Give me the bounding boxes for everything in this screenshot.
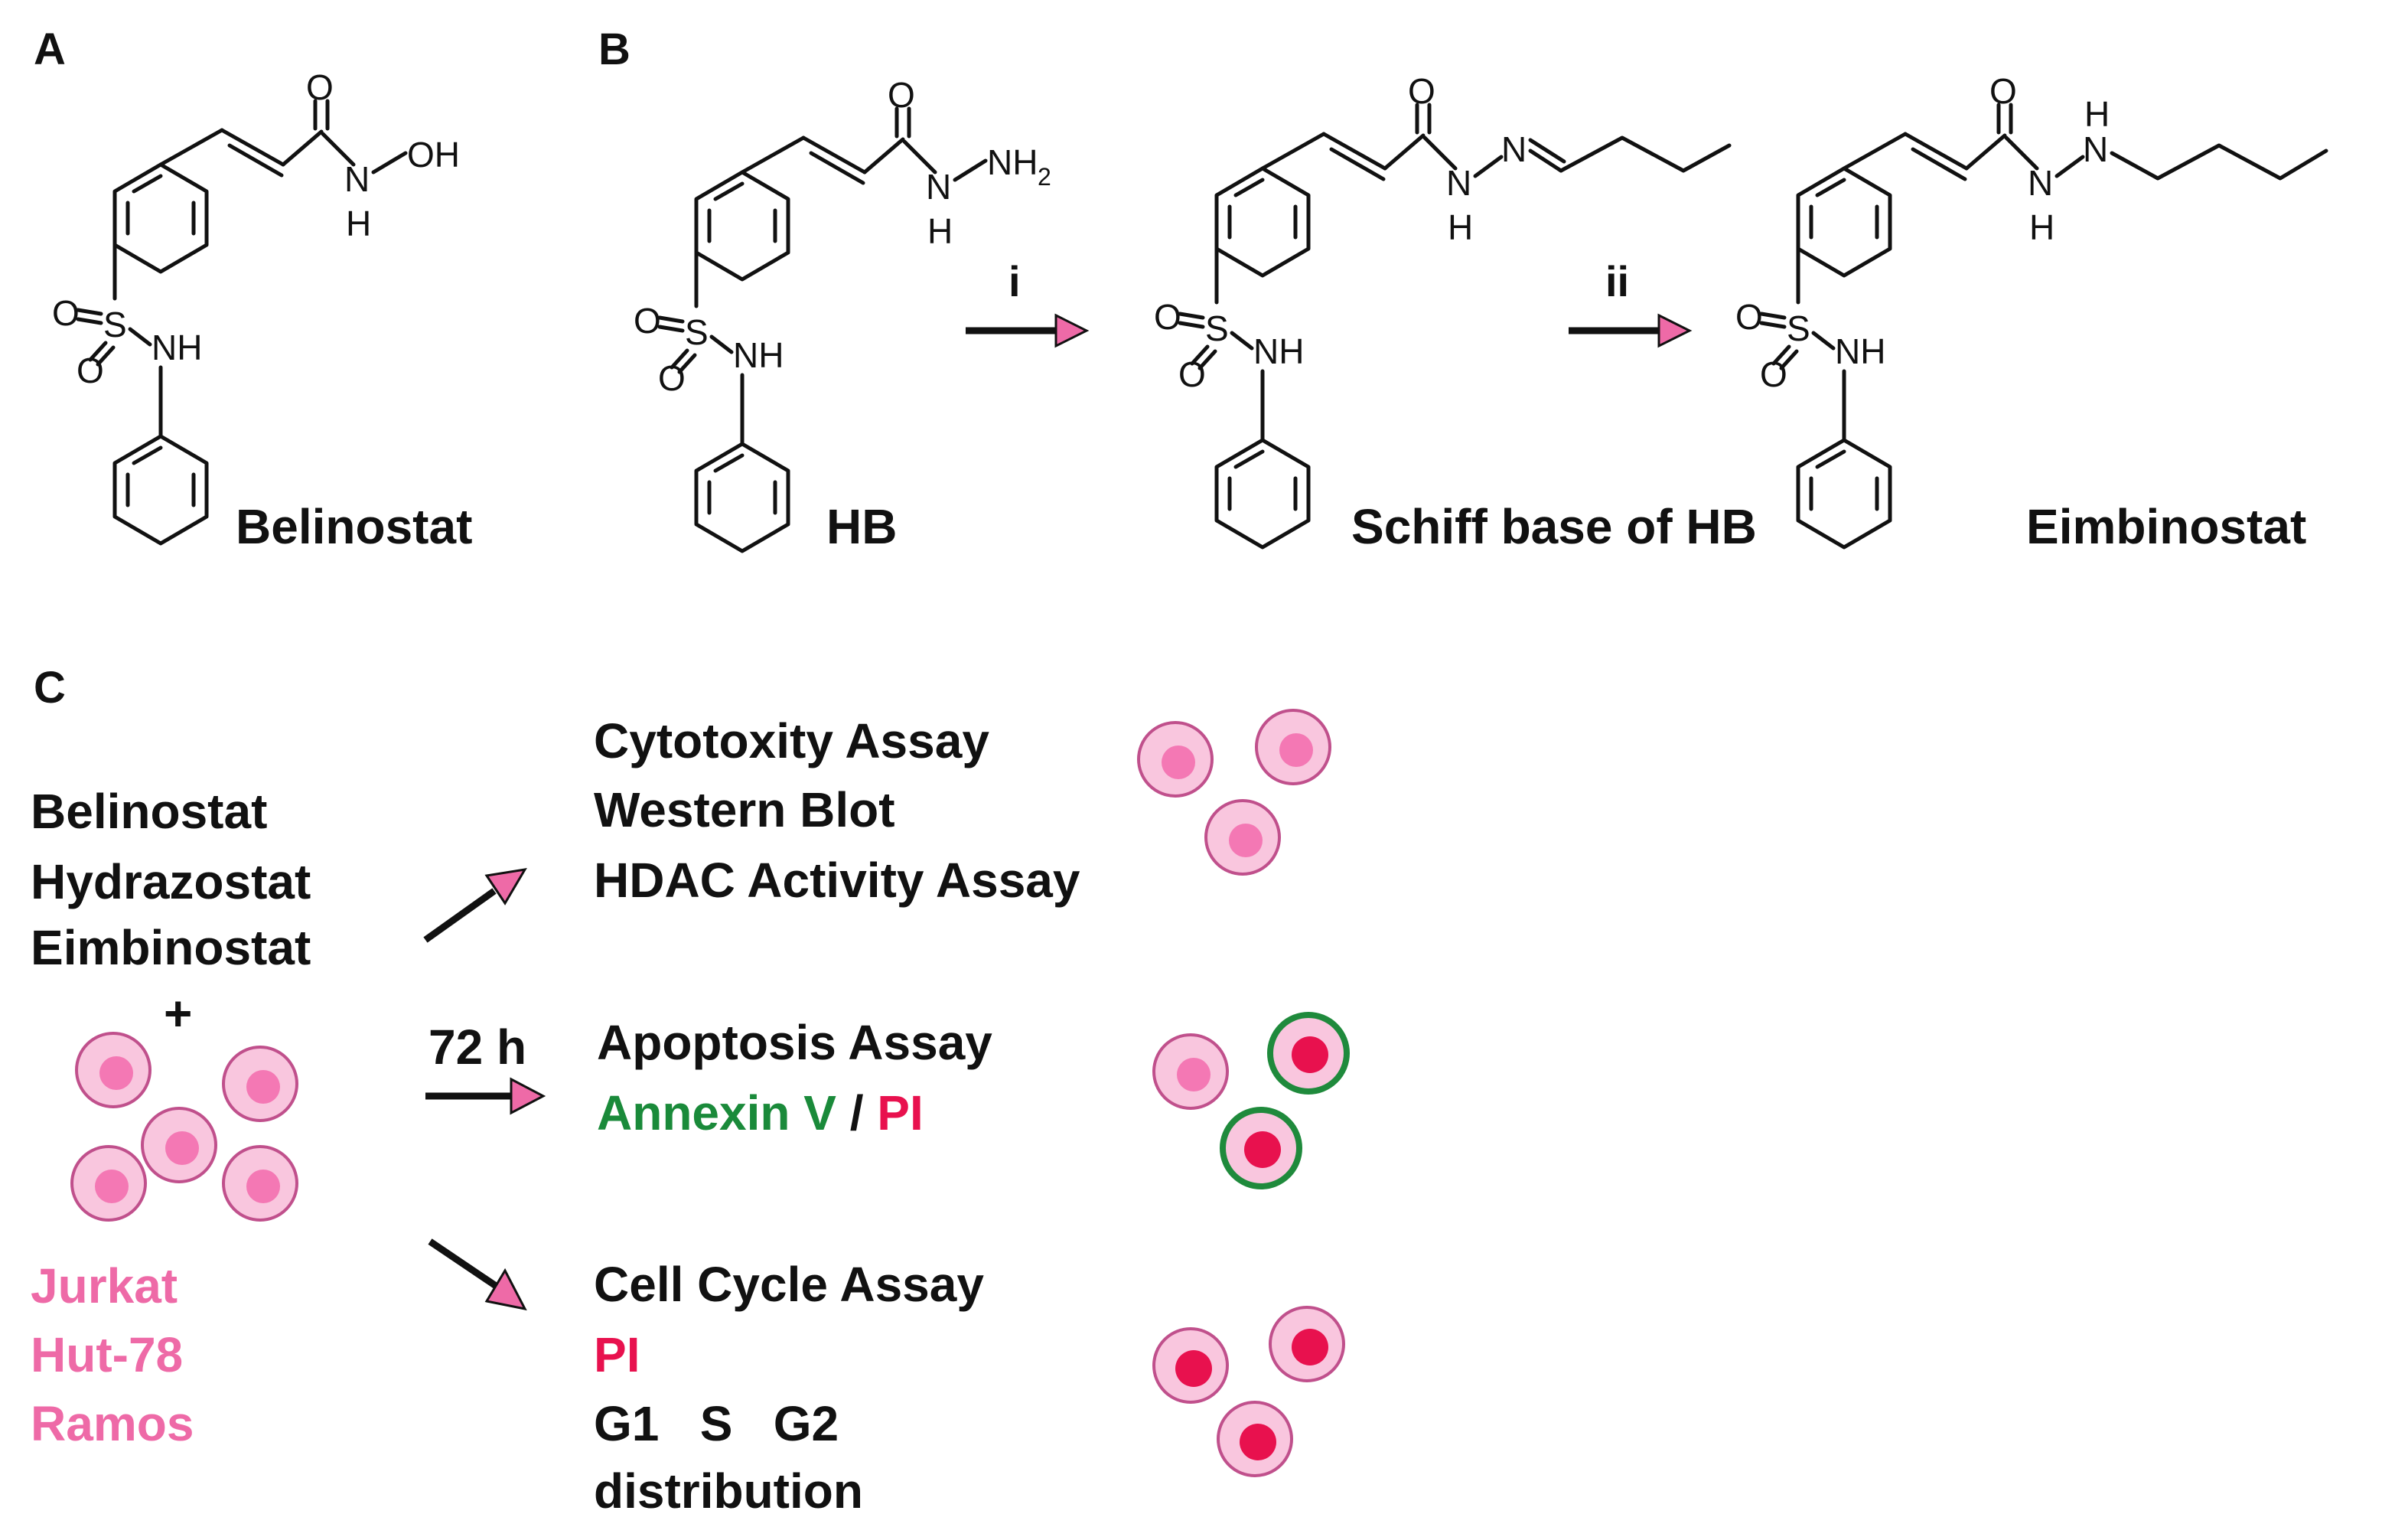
reaction-arrow-i <box>966 313 1090 348</box>
apoptosis-stain-line: Annexin V / PI <box>597 1088 924 1137</box>
cell-line-ramos: Ramos <box>31 1396 194 1451</box>
cell-cluster-viable <box>1137 709 1331 876</box>
hydroxamic-oh: OH <box>407 135 460 175</box>
cell-line-hut78: Hut-78 <box>31 1327 184 1382</box>
cell-cycle-phases: G1 S G2 <box>594 1396 839 1451</box>
eimbinostat-n2: N <box>2083 129 2108 169</box>
hb-h1: H <box>927 211 953 251</box>
cell-cluster-input <box>70 1032 298 1222</box>
workflow-arrow-down <box>428 1238 527 1311</box>
cell-line-jurkat: Jurkat <box>31 1258 178 1313</box>
drug-hydrazostat: Hydrazostat <box>31 854 311 909</box>
pi-label-cell-cycle: PI <box>594 1327 640 1382</box>
schiff-base-structure: N H N <box>1154 71 1732 547</box>
belinostat-structure: N H OH <box>52 67 460 543</box>
hydroxamic-n: N <box>344 159 370 199</box>
schiff-n2: N <box>1501 129 1527 169</box>
hb-structure: N H NH 2 <box>634 75 1051 551</box>
compound-name-belinostat: Belinostat <box>236 499 473 554</box>
eimbinostat-structure: N H N H <box>1735 71 2328 547</box>
incubation-time: 72 h <box>428 1020 527 1075</box>
hydroxamic-h: H <box>346 204 371 243</box>
eimbinostat-h1: H <box>2029 207 2054 247</box>
stain-separator: / <box>836 1085 878 1140</box>
hb-n1: N <box>926 167 951 207</box>
eimbinostat-n1: N <box>2028 163 2053 203</box>
compound-name-schiff-base: Schiff base of HB <box>1351 499 1757 554</box>
reaction-step-ii: ii <box>1605 257 1630 305</box>
panel-label-b: B <box>598 24 631 74</box>
workflow-arrow-right <box>425 1077 546 1115</box>
cell-cluster-apoptosis <box>1152 1015 1347 1186</box>
workflow-arrow-up <box>423 868 527 943</box>
schiff-h1: H <box>1448 207 1473 247</box>
reaction-arrow-ii <box>1569 313 1693 348</box>
plus-sign: + <box>164 986 193 1041</box>
hb-nh2: NH <box>987 142 1038 182</box>
panel-label-a: A <box>34 24 66 74</box>
assay-hdac-activity: HDAC Activity Assay <box>594 853 1080 908</box>
drug-belinostat: Belinostat <box>31 784 268 839</box>
reaction-step-i: i <box>1008 257 1021 305</box>
eimbinostat-h2: H <box>2084 94 2110 134</box>
assay-cytotoxicity: Cytotoxity Assay <box>594 713 989 768</box>
compound-name-hb: HB <box>826 499 898 554</box>
assay-apoptosis: Apoptosis Assay <box>597 1015 992 1070</box>
assay-cell-cycle: Cell Cycle Assay <box>594 1257 984 1312</box>
annexin-v-label: Annexin V <box>597 1085 836 1140</box>
assay-western-blot: Western Blot <box>594 782 895 837</box>
pi-label-apoptosis: PI <box>877 1085 924 1140</box>
cell-cluster-cell-cycle <box>1152 1306 1345 1477</box>
hb-nh2-subscript: 2 <box>1038 163 1051 191</box>
schiff-n1: N <box>1446 163 1471 203</box>
cell-cycle-distribution: distribution <box>594 1463 863 1519</box>
panel-label-c: C <box>34 663 66 713</box>
compound-name-eimbinostat: Eimbinostat <box>2026 499 2307 554</box>
drug-eimbinostat: Eimbinostat <box>31 920 311 975</box>
